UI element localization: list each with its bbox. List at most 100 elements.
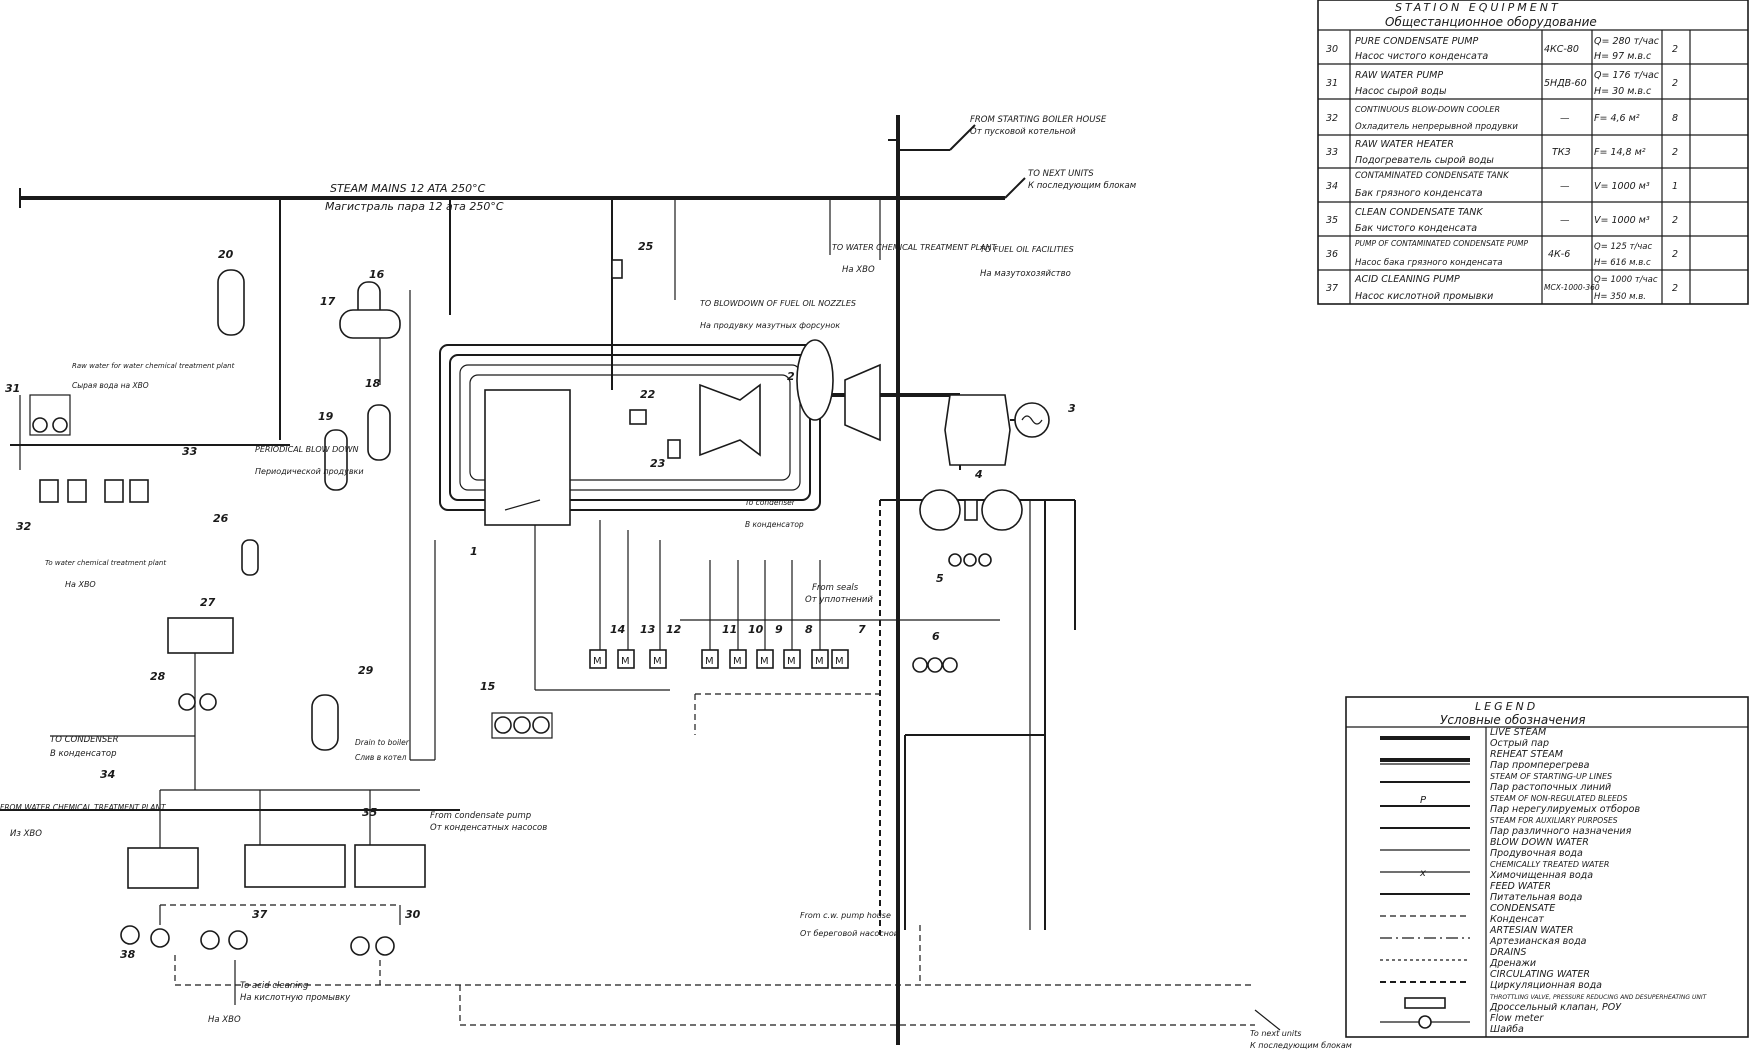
component-number: 2 bbox=[787, 370, 795, 383]
pump-28a bbox=[178, 693, 196, 711]
to-condenser-ru: В конденсатор bbox=[50, 749, 117, 759]
component-number: 1 bbox=[470, 545, 478, 558]
legend-item-en: CONDENSATE bbox=[1490, 903, 1555, 914]
boiler-hatch bbox=[504, 499, 541, 511]
cooler-33b bbox=[129, 479, 149, 503]
table-cell-name-ru: Насос бака грязного конденсата bbox=[1355, 258, 1503, 268]
heater-m: M bbox=[705, 656, 714, 667]
component-number: 18 bbox=[365, 377, 381, 390]
table-cell-qty: 2 bbox=[1672, 147, 1678, 158]
heater-13 bbox=[617, 649, 635, 669]
component-number: 19 bbox=[318, 410, 334, 423]
ip-turbine-casing bbox=[796, 339, 834, 421]
component-number: 38 bbox=[120, 948, 136, 961]
table-cell-type: 5НДВ-60 bbox=[1544, 78, 1587, 89]
component-number: 34 bbox=[100, 768, 115, 781]
legend-item-en: DRAINS bbox=[1490, 947, 1526, 958]
pump-15a bbox=[494, 716, 512, 734]
tank-35b bbox=[354, 844, 426, 888]
legend-item-ru: Химочищенная вода bbox=[1489, 870, 1593, 881]
table-cell-type: — bbox=[1560, 215, 1570, 226]
starting-boiler-leader bbox=[949, 124, 976, 151]
component-number: 11 bbox=[722, 623, 737, 636]
drain-to-boiler-ru: Слив в котел bbox=[355, 753, 407, 762]
component-number: 5 bbox=[936, 572, 944, 585]
table-row: 36 PUMP OF CONTAMINATED CONDENSATE PUMP … bbox=[1326, 239, 1678, 268]
table-cell-no: 31 bbox=[1326, 78, 1338, 89]
table-cell-spec-a: F= 4,6 м² bbox=[1594, 113, 1640, 124]
table-cell-spec-b: H= 97 м.в.с bbox=[1594, 51, 1652, 62]
periodical-blowdown-en: PERIODICAL BLOW DOWN bbox=[255, 445, 358, 454]
table-cell-name-en: RAW WATER HEATER bbox=[1355, 139, 1454, 150]
legend-item-en: BLOW DOWN WATER bbox=[1490, 837, 1589, 848]
component-number: 13 bbox=[640, 623, 656, 636]
table-cell-qty: 2 bbox=[1672, 249, 1678, 260]
table-cell-name-ru: Насос чистого конденсата bbox=[1355, 51, 1488, 62]
table-cell-no: 33 bbox=[1326, 147, 1338, 158]
pump-5a bbox=[948, 553, 962, 567]
table-cell-name-en: PURE CONDENSATE PUMP bbox=[1355, 36, 1478, 47]
heater-7a bbox=[811, 649, 829, 669]
to-next-units-bottom-en: To next units bbox=[1250, 1029, 1301, 1038]
expander-19 bbox=[324, 429, 348, 491]
boiler-loop-2 bbox=[449, 354, 811, 501]
legend-item-en: CHEMICALLY TREATED WATER bbox=[1490, 860, 1610, 869]
from-wtp-ru: Из ХВО bbox=[10, 829, 42, 839]
lp-double-flow bbox=[944, 394, 1011, 466]
legend-title-en: LEGEND bbox=[1475, 700, 1538, 713]
table-cell-name-en: PUMP OF CONTAMINATED CONDENSATE PUMP bbox=[1355, 239, 1529, 248]
steam-main-label-en: STEAM MAINS 12 ATA 250°C bbox=[330, 182, 486, 195]
table-cell-name-ru: Бак грязного конденсата bbox=[1355, 188, 1483, 199]
table-cell-type: ТКЗ bbox=[1552, 147, 1571, 158]
table-cell-name-ru: Насос сырой воды bbox=[1355, 86, 1447, 97]
to-fuel-oil-en: TO FUEL OIL FACILITIES bbox=[980, 245, 1074, 254]
to-condenser-en: TO CONDENSER bbox=[50, 735, 119, 745]
table-cell-name-en: RAW WATER PUMP bbox=[1355, 70, 1443, 81]
table-cell-name-en: ACID CLEANING PUMP bbox=[1354, 274, 1460, 285]
boiler-loop-outer bbox=[439, 344, 821, 511]
table-cell-type: МСХ-1000-360 bbox=[1544, 283, 1600, 292]
legend-title-ru: Условные обозначения bbox=[1440, 713, 1586, 727]
table-cell-name-ru: Бак чистого конденсата bbox=[1355, 223, 1477, 234]
generator-sine-icon bbox=[1021, 415, 1043, 425]
tank-34 bbox=[127, 847, 199, 889]
to-fuel-oil-ru: На мазутохозяйство bbox=[980, 269, 1071, 279]
component-number: 4 bbox=[974, 468, 983, 481]
component-number: 14 bbox=[610, 623, 625, 636]
heater-m: M bbox=[593, 656, 602, 667]
from-cw-pump-ru: От береговой насосной bbox=[800, 929, 899, 938]
table-cell-type: — bbox=[1560, 113, 1570, 124]
raw-water-label-ru: Сырая вода на ХВО bbox=[72, 381, 149, 390]
to-blowdown-ru: На продувку мазутных форсунок bbox=[700, 321, 840, 330]
legend-item-en: STEAM OF STARTING-UP LINES bbox=[1490, 772, 1612, 781]
legend-sample-flowmeter-circle bbox=[1418, 1015, 1432, 1029]
acid-cleaning-ru: На кислотную промывку bbox=[240, 993, 351, 1003]
heater-8 bbox=[783, 649, 801, 669]
valve-22 bbox=[629, 409, 647, 425]
component-number: 10 bbox=[748, 623, 764, 636]
legend-item-ru: Пар растопочных линий bbox=[1490, 782, 1611, 793]
component-number: 12 bbox=[666, 623, 682, 636]
pump-31-frame bbox=[29, 394, 71, 436]
table-cell-name-ru: Насос кислотной промывки bbox=[1355, 291, 1493, 302]
table-cell-qty: 2 bbox=[1672, 215, 1678, 226]
heater-m: M bbox=[621, 656, 630, 667]
tank-27 bbox=[167, 617, 234, 654]
legend-item-en: CIRCULATING WATER bbox=[1490, 969, 1590, 980]
heater-m: M bbox=[787, 656, 796, 667]
to-blowdown-en: TO BLOWDOWN OF FUEL OIL NOZZLES bbox=[700, 299, 856, 308]
table-row: 32 CONTINUOUS BLOW-DOWN COOLER Охладител… bbox=[1326, 105, 1678, 132]
to-wtp-label-ru: На ХВО bbox=[842, 265, 875, 275]
legend-item-ru: Пар промперегрева bbox=[1490, 760, 1590, 771]
legend-item-ru: Продувочная вода bbox=[1490, 848, 1583, 859]
legend-item-ru: Дренажи bbox=[1489, 958, 1536, 969]
pump-6a bbox=[912, 657, 928, 673]
legend-item-en: STEAM OF NON-REGULATED BLEEDS bbox=[1490, 794, 1628, 803]
legend-item-en: REHEAT STEAM bbox=[1490, 749, 1563, 760]
heater-12 bbox=[649, 649, 667, 669]
to-wtp-label-en: TO WATER CHEMICAL TREATMENT PLANT bbox=[832, 243, 998, 252]
pump-30a bbox=[350, 936, 370, 956]
table-row: 37 ACID CLEANING PUMP Насос кислотной пр… bbox=[1326, 274, 1678, 302]
table-cell-spec-b: H= 30 м.в.с bbox=[1594, 86, 1652, 97]
pump-38b bbox=[150, 928, 170, 948]
